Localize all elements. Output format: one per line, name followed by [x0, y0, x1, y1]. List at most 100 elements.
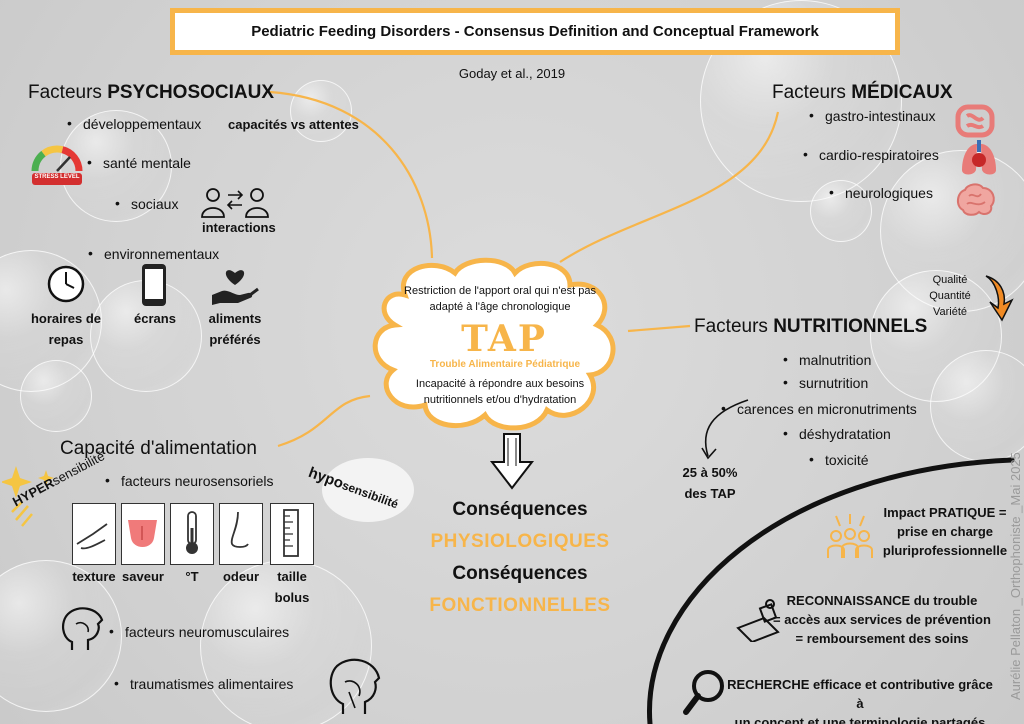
capacite-item-neuromusculaires: facteurs neuromusculaires [109, 623, 289, 640]
impact-line: = remboursement des soins [795, 631, 969, 646]
thermometer-icon [186, 511, 198, 554]
source-citation: Goday et al., 2019 [458, 66, 566, 81]
capacite-item-neurosensoriels: facteurs neurosensoriels [105, 472, 273, 489]
tap-full-name: Trouble Alimentaire Pédiatrique [429, 359, 581, 370]
down-arrow-icon [489, 433, 535, 490]
odeur-box [219, 503, 263, 565]
temperature-label: °T [185, 569, 199, 584]
label-line: Qualité [932, 274, 968, 286]
bubble-decoration [930, 350, 1024, 462]
header-keyword: MÉDICAUX [851, 82, 953, 103]
clock-icon [47, 265, 85, 303]
medical-item-neuro: neurologiques [829, 184, 933, 201]
sparkle-icon [2, 466, 54, 527]
impact-line: = accès aux services de prévention [773, 612, 991, 627]
psycho-item-sante-mentale: santé mentale [87, 154, 191, 171]
consequence-functional: FONCTIONNELLES [429, 595, 611, 616]
texture-box [72, 503, 116, 565]
texture-label: texture [72, 569, 116, 584]
label-line: bolus [274, 590, 310, 605]
brain-icon [957, 183, 995, 216]
saveur-box [121, 503, 165, 565]
label-line: Quantité [929, 290, 971, 302]
label-line: repas [48, 332, 84, 347]
medical-item-cardio: cardio-respiratoires [803, 146, 939, 163]
tongue-icon [128, 520, 157, 547]
impact-pratique: Impact PRATIQUE = prise en charge plurip… [870, 503, 1020, 560]
page-title: Pediatric Feeding Disorders - Consensus … [251, 23, 819, 40]
psycho-item-sociaux: sociaux [115, 195, 179, 212]
title-banner: Pediatric Feeding Disorders - Consensus … [170, 8, 900, 55]
center-bottom-line: nutritionnels et/ou d'hydratation [423, 394, 577, 406]
qualite-label: Qualité Quantité Variété [920, 272, 980, 320]
consequence-physiological: PHYSIOLOGIQUES [430, 531, 610, 552]
stress-level-label: STRESS LEVEL [34, 174, 80, 180]
author-credit: Aurélie Pellaton _Orthophoniste _Mai 202… [1000, 452, 1024, 710]
impact-reconnaissance: RECONNAISSANCE du trouble = accès aux se… [772, 591, 992, 648]
impact-line: RECHERCHE efficace et contributive grâce… [727, 677, 993, 711]
impact-line: un concept et une terminologie partagés [734, 715, 986, 724]
center-bottom-line: Incapacité à répondre aux besoins [415, 378, 585, 390]
label-line: horaires de [30, 311, 102, 326]
interactions-label: interactions [202, 220, 276, 235]
taille-label: taille bolus [262, 566, 322, 608]
hand-touch-icon [76, 523, 108, 550]
center-top-text: Restriction de l'apport oral qui n'est p… [386, 283, 614, 315]
consequence-label: Conséquences [452, 499, 588, 520]
medical-header: Facteurs MÉDICAUX [772, 82, 953, 104]
impact-line: Impact PRATIQUE = [883, 505, 1007, 520]
bubble-decoration [20, 360, 92, 432]
aliments-label: aliments préférés [195, 308, 275, 350]
impact-line: prise en charge [896, 524, 994, 539]
nutrition-item-toxicite: toxicité [809, 451, 868, 468]
bubble-decoration [0, 560, 122, 712]
cloud-blob-icon [322, 458, 414, 522]
label-line: aliments [208, 311, 262, 326]
nutrition-item-surnutrition: surnutrition [783, 374, 868, 391]
author-credit-text: Aurélie Pellaton _Orthophoniste _Mai 202… [1008, 452, 1023, 700]
prevalence-note: 25 à 50% des TAP [670, 462, 750, 504]
ecrans-label: écrans [134, 311, 176, 326]
magnifier-icon [683, 670, 724, 715]
nutrition-header: Facteurs NUTRITIONNELS [694, 316, 927, 338]
ruler-icon [283, 509, 299, 557]
smartphone-icon [142, 264, 166, 306]
odeur-label: odeur [222, 569, 260, 584]
intestine-icon [955, 104, 995, 138]
medical-item-gastro: gastro-intestinaux [809, 107, 935, 124]
team-icon [827, 514, 873, 558]
header-keyword: NUTRITIONNELS [773, 316, 928, 337]
label-line: taille [277, 569, 307, 584]
saveur-label: saveur [122, 569, 164, 584]
header-prefix: Facteurs [694, 316, 774, 337]
center-top-line: Restriction de l'apport oral qui n'est p… [404, 285, 596, 297]
stress-gauge-icon [31, 145, 83, 185]
capacites-note: capacités vs attentes [228, 117, 359, 132]
impact-recherche: RECHERCHE efficace et contributive grâce… [726, 675, 994, 724]
center-top-line: adapté à l'âge chronologique [429, 301, 571, 313]
impact-line: RECONNAISSANCE du trouble [786, 593, 978, 608]
curved-arrow-icon [985, 275, 1014, 322]
consequence-label: Conséquences [452, 563, 588, 584]
label-line: préférés [209, 332, 261, 347]
tap-acronym: TAP [461, 318, 547, 360]
header-keyword: PSYCHOSOCIAUX [107, 82, 275, 103]
capacite-item-traumatismes: traumatismes alimentaires [114, 675, 293, 692]
head-throat-icon [329, 658, 381, 714]
lungs-heart-icon [962, 140, 996, 175]
head-swallow-icon [62, 607, 104, 650]
header-prefix: Facteurs [28, 82, 108, 103]
nutrition-item-deshydratation: déshydratation [783, 425, 891, 442]
psycho-item-developpementaux: développementaux [67, 115, 201, 132]
label-line: Variété [932, 306, 968, 318]
label-line: 25 à 50% [682, 465, 738, 480]
interaction-people-icon [201, 188, 269, 218]
temperature-box [170, 503, 214, 565]
stamp-icon [736, 599, 780, 642]
nose-icon [230, 511, 249, 548]
capacite-header: Capacité d'alimentation [60, 438, 257, 459]
taille-box [270, 503, 314, 565]
impact-line: pluriprofessionnelle [882, 543, 1008, 558]
